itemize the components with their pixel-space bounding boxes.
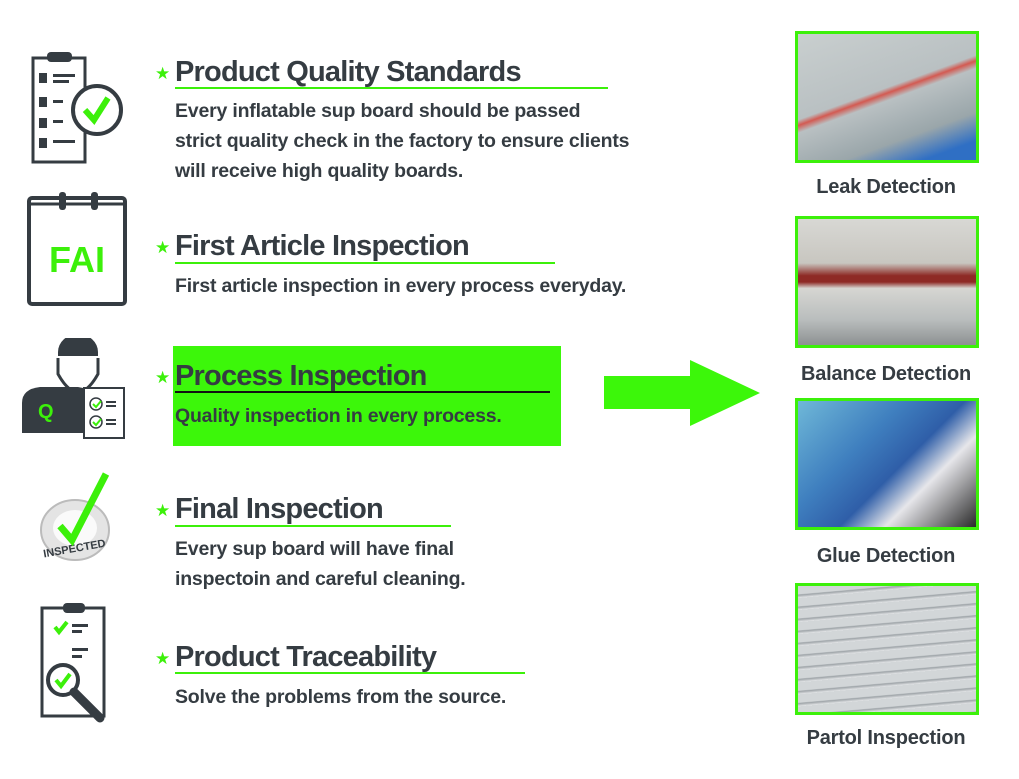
item-body: Quality inspection in every process. xyxy=(175,401,502,431)
star-icon: ★ xyxy=(155,64,171,83)
caption-partol-inspection: Partol Inspection xyxy=(806,727,966,749)
item-title: Product Quality Standards xyxy=(175,56,522,88)
item-body: Every sup board will have final inspecto… xyxy=(175,534,466,594)
body-line: Solve the problems from the source. xyxy=(175,686,507,708)
photo-partol-inspection xyxy=(795,583,979,715)
body-line: will receive high quality boards. xyxy=(175,160,464,182)
title-underline xyxy=(175,391,550,393)
caption-glue-detection: Glue Detection xyxy=(816,545,956,567)
title-underline xyxy=(175,672,525,674)
item-body: First article inspection in every proces… xyxy=(175,271,626,301)
photo-balance-detection xyxy=(795,216,979,348)
star-icon: ★ xyxy=(155,238,171,257)
body-line: Every inflatable sup board should be pas… xyxy=(175,100,581,122)
svg-text:Q: Q xyxy=(38,401,54,423)
clipboard-check-icon xyxy=(31,52,123,164)
fai-calendar-icon: FAI xyxy=(27,192,127,306)
star-icon: ★ xyxy=(155,649,171,668)
title-underline xyxy=(175,87,608,89)
item-title: Final Inspection xyxy=(175,493,384,525)
highlight-box xyxy=(173,346,561,446)
item-title: Product Traceability xyxy=(175,641,437,673)
body-line: Every sup board will have final xyxy=(175,538,454,560)
item-body: Every inflatable sup board should be pas… xyxy=(175,96,629,186)
star-icon: ★ xyxy=(155,368,171,387)
caption-balance-detection: Balance Detection xyxy=(801,363,971,385)
body-line: First article inspection in every proces… xyxy=(175,275,627,297)
svg-text:FAI: FAI xyxy=(49,239,105,280)
clipboard-magnifier-icon xyxy=(40,603,106,723)
photo-leak-detection xyxy=(795,31,979,163)
arrow-right-icon xyxy=(604,360,760,426)
title-underline xyxy=(175,525,451,527)
inspector-icon: Q xyxy=(22,338,125,439)
item-title: Process Inspection xyxy=(175,360,427,392)
body-line: inspectoin and careful cleaning. xyxy=(175,568,466,590)
item-body: Solve the problems from the source. xyxy=(175,682,506,712)
body-line: strict quality check in the factory to e… xyxy=(175,130,630,152)
inspected-stamp-icon: INSPECTED xyxy=(40,472,110,561)
item-title: First Article Inspection xyxy=(175,230,470,262)
photo-glue-detection xyxy=(795,398,979,530)
star-icon: ★ xyxy=(155,501,171,520)
body-line: Quality inspection in every process. xyxy=(175,405,502,427)
caption-leak-detection: Leak Detection xyxy=(816,176,956,198)
title-underline xyxy=(175,262,555,264)
